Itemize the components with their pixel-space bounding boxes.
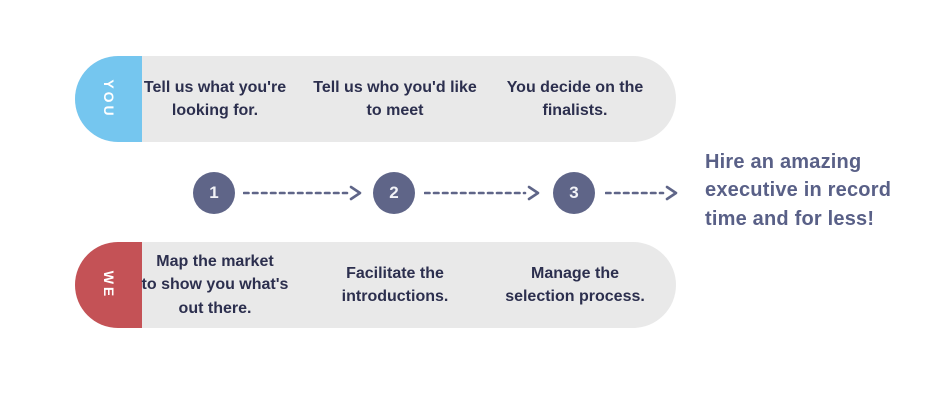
dashed-arrow-icon-3 bbox=[605, 185, 678, 201]
step-number-1: 1 bbox=[209, 183, 219, 202]
dashed-arrow-icon-2 bbox=[424, 185, 540, 201]
step-number-3: 3 bbox=[569, 183, 579, 202]
we-track-cap: WE bbox=[75, 242, 142, 328]
we-step-3: Manage the selection process. bbox=[505, 264, 645, 305]
headline: Hire an amazing executive in record time… bbox=[705, 151, 892, 230]
dashed-arrow-icon-1 bbox=[243, 185, 362, 201]
you-track: YOU Tell us what you're looking for. Tel… bbox=[75, 56, 676, 142]
you-step-3: You decide on the finalists. bbox=[506, 78, 644, 119]
we-step-1: Map the market to show you what's out th… bbox=[141, 253, 289, 317]
you-step-1: Tell us what you're looking for. bbox=[143, 78, 287, 119]
you-track-cap: YOU bbox=[75, 56, 142, 142]
we-step-2: Facilitate the introductions. bbox=[341, 264, 449, 305]
step-circle-3: 3 bbox=[553, 172, 595, 214]
step-circle-1: 1 bbox=[193, 172, 235, 214]
we-track: WE Map the market to show you what's out… bbox=[75, 242, 676, 328]
step-number-2: 2 bbox=[389, 183, 399, 202]
you-step-2: Tell us who you'd like to meet bbox=[313, 78, 477, 119]
step-circle-2: 2 bbox=[373, 172, 415, 214]
